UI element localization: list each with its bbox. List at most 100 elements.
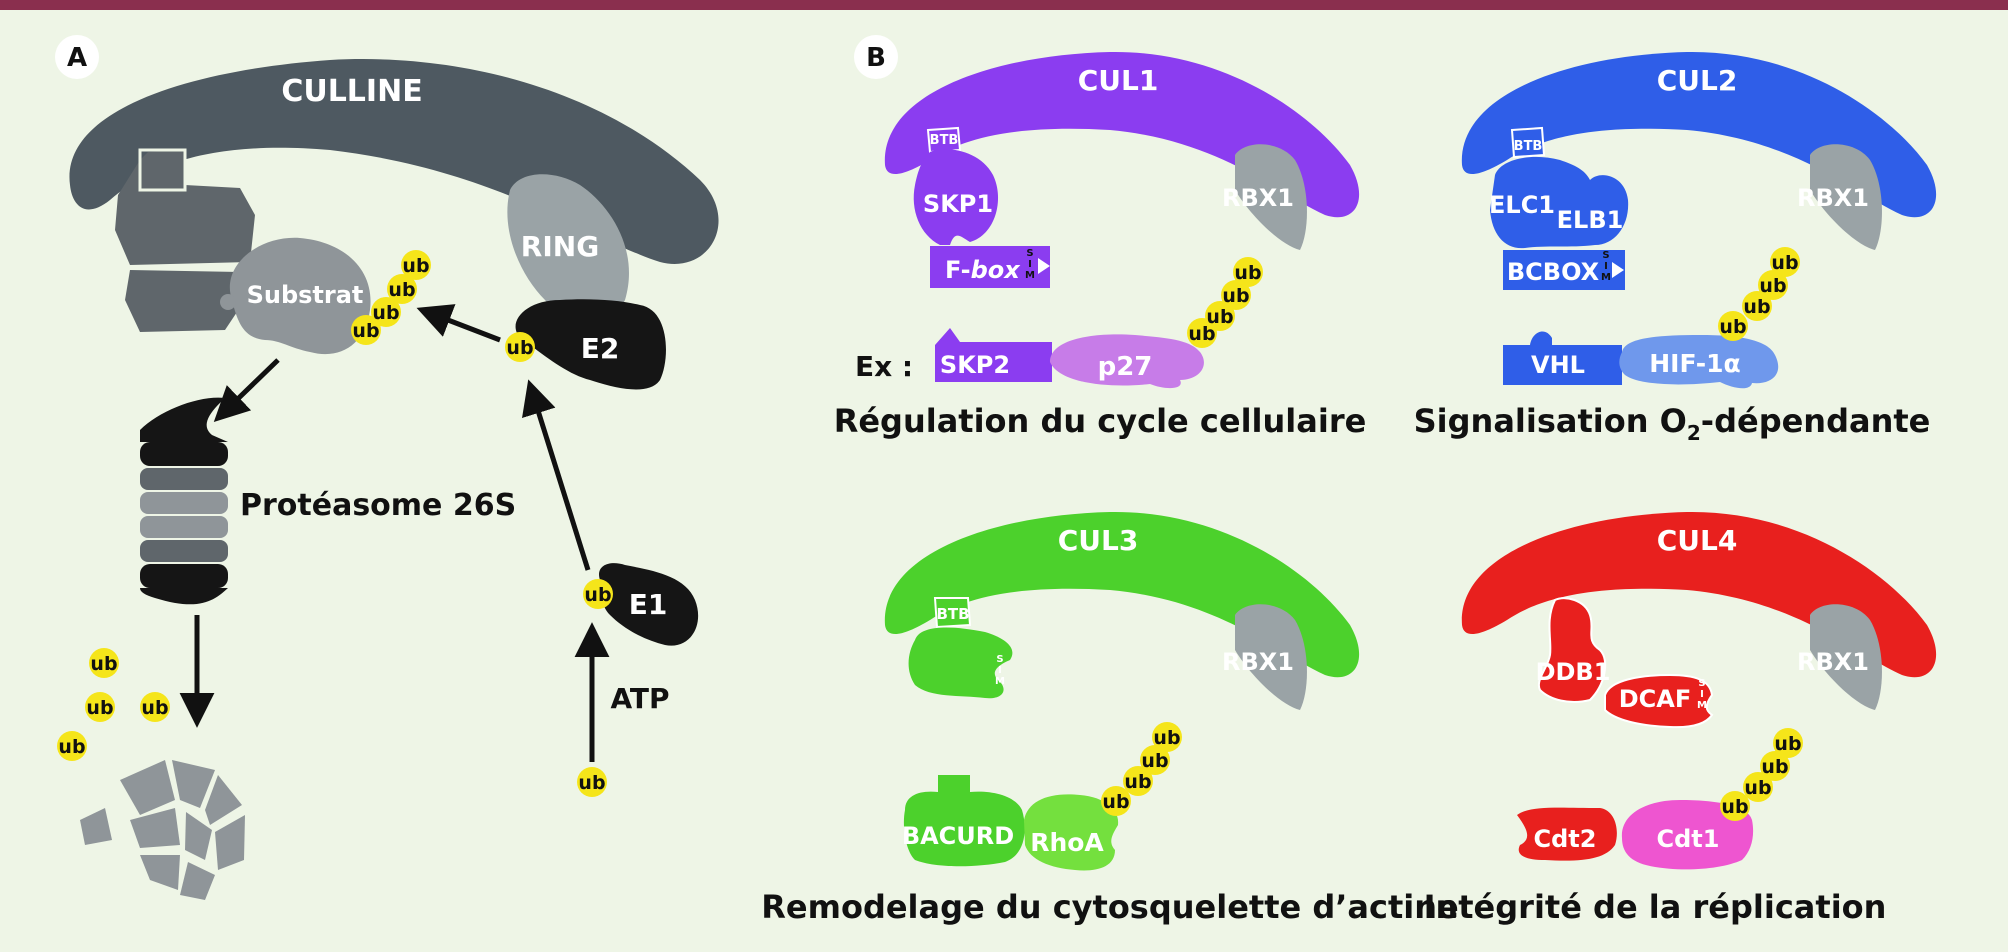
cul3-bacurd (903, 775, 1025, 867)
arrow-e1-to-e2 (522, 379, 591, 571)
e1-label: E1 (629, 588, 668, 621)
cul1-skp2 (935, 328, 1052, 382)
cul4-ub-chain: ub ub ub ub (1720, 728, 1803, 821)
cul4-dcaf-label: DCAF (1619, 685, 1692, 713)
cul1-ub-chain: ub ub ub ub (1187, 257, 1263, 348)
svg-text:ub: ub (584, 584, 611, 606)
cul3-title: CUL3 (1058, 524, 1139, 557)
cul1-skp1 (913, 149, 999, 245)
cul1-fbox-label: F-box (945, 256, 1021, 284)
panel-b: B CUL1 RBX1 BTB SKP1 F-box S I M Ex : SK… (761, 35, 1937, 926)
cul3-rbx1-label: RBX1 (1222, 648, 1294, 676)
cul2-hif-label: HIF-1α (1649, 349, 1740, 378)
adaptor-top-notch (138, 148, 187, 192)
released-ub-group: ub ub ub ub (57, 648, 170, 761)
cul3-bacurd-label: BACURD (902, 822, 1014, 850)
e2-ub (505, 332, 535, 362)
svg-text:ub: ub (86, 697, 113, 719)
panel-b-badge (854, 35, 898, 79)
svg-text:ub: ub (1206, 306, 1233, 328)
free-ub (577, 767, 607, 797)
cul2-bcbox-label: BCBOX (1507, 258, 1600, 286)
svg-text:ub: ub (1222, 285, 1249, 307)
e2-shape (515, 299, 666, 390)
e2-label: E2 (581, 332, 620, 365)
cul2-sim-motif: S I M (1601, 250, 1624, 283)
svg-text:ub: ub (506, 337, 533, 359)
svg-text:ub: ub (402, 255, 429, 277)
cul3-caption: Remodelage du cytosquelette d’actine (761, 888, 1458, 926)
cul3-btb (933, 597, 972, 629)
cul4-sim-motif: S I M (1697, 678, 1707, 711)
cul1-arc (884, 51, 1360, 218)
cul1-caption: Régulation du cycle cellulaire (834, 402, 1367, 440)
svg-text:ub: ub (1774, 733, 1801, 755)
svg-text:ub: ub (1771, 252, 1798, 274)
svg-text:ub: ub (578, 772, 605, 794)
substrat-ub-chain: ub ub ub ub (351, 250, 431, 345)
proteasome-26s (140, 397, 228, 605)
cul3-sim-motif: S I M (995, 654, 1005, 687)
cul4-cdt2-label: Cdt2 (1534, 825, 1597, 853)
svg-text:ub: ub (1141, 750, 1168, 772)
cul4-complex: CUL4 RBX1 DDB1 DCAF S I M Cdt2 Cdt1 ub (1424, 511, 1937, 926)
cul1-btb-label: BTB (930, 133, 959, 148)
cul2-arc (1461, 51, 1937, 218)
svg-text:ub: ub (1102, 791, 1129, 813)
cul4-ddb1 (1537, 597, 1607, 703)
svg-text:ub: ub (141, 697, 168, 719)
cul4-title: CUL4 (1657, 524, 1738, 557)
cul4-caption: Intégrité de la réplication (1424, 888, 1887, 926)
cul4-cdt1 (1621, 800, 1754, 870)
panel-a-badge (55, 35, 99, 79)
arrow-e2-to-substrat (416, 304, 501, 343)
cul1-fbox (930, 246, 1050, 288)
adaptor-bottom (125, 270, 245, 332)
cul1-btb (926, 126, 962, 154)
svg-text:I: I (1700, 689, 1704, 700)
cul3-ub-chain: ub ub ub ub (1101, 722, 1182, 816)
cul4-dcaf (1604, 673, 1714, 729)
cul4-rbx1 (1810, 604, 1882, 710)
cul2-rbx1 (1810, 144, 1882, 250)
cul2-btb (1510, 126, 1546, 159)
cul3-rhoa-label: RhoA (1030, 828, 1104, 857)
svg-text:ub: ub (1124, 771, 1151, 793)
cul1-rbx1 (1235, 144, 1307, 250)
cul2-vhl (1503, 331, 1622, 385)
adaptor-top (115, 150, 255, 265)
example-label: Ex : (855, 350, 913, 383)
cul3-rbx1 (1235, 604, 1307, 710)
cul3-rhoa (1024, 794, 1119, 871)
svg-text:M: M (1601, 272, 1611, 283)
svg-text:ub: ub (1744, 777, 1771, 799)
ring-domain (507, 174, 629, 323)
svg-text:ub: ub (372, 302, 399, 324)
cul2-ub-chain: ub ub ub ub (1718, 247, 1800, 341)
cul1-skp1-label: SKP1 (923, 190, 993, 218)
atp-label: ATP (610, 682, 669, 715)
svg-text:S: S (1602, 250, 1609, 261)
cul2-elc1-label: ELC1 (1489, 191, 1555, 219)
svg-text:ub: ub (1153, 727, 1180, 749)
cul3-btb-label: BTB (936, 605, 969, 623)
svg-text:ub: ub (1719, 316, 1746, 338)
svg-text:ub: ub (388, 279, 415, 301)
cul3-arc (884, 511, 1360, 678)
svg-text:ub: ub (1759, 275, 1786, 297)
svg-text:M: M (1025, 270, 1035, 281)
panel-b-letter: B (866, 43, 886, 73)
svg-text:M: M (995, 676, 1005, 687)
cul2-caption: Signalisation O2-dépendante (1414, 402, 1931, 445)
cul1-skp2-label: SKP2 (940, 351, 1010, 379)
cul2-complex: CUL2 RBX1 BTB ELC1 ELB1 BCBOX S I M VHL … (1414, 51, 1937, 445)
cul1-p27 (1050, 334, 1204, 389)
cul1-rbx1-label: RBX1 (1222, 184, 1294, 212)
svg-text:ub: ub (352, 320, 379, 342)
cul4-rbx1-label: RBX1 (1797, 648, 1869, 676)
cul3-adaptor (908, 627, 1013, 699)
svg-text:S: S (996, 654, 1003, 665)
top-bar (0, 0, 2008, 10)
cul2-elb1-label: ELB1 (1557, 206, 1624, 234)
